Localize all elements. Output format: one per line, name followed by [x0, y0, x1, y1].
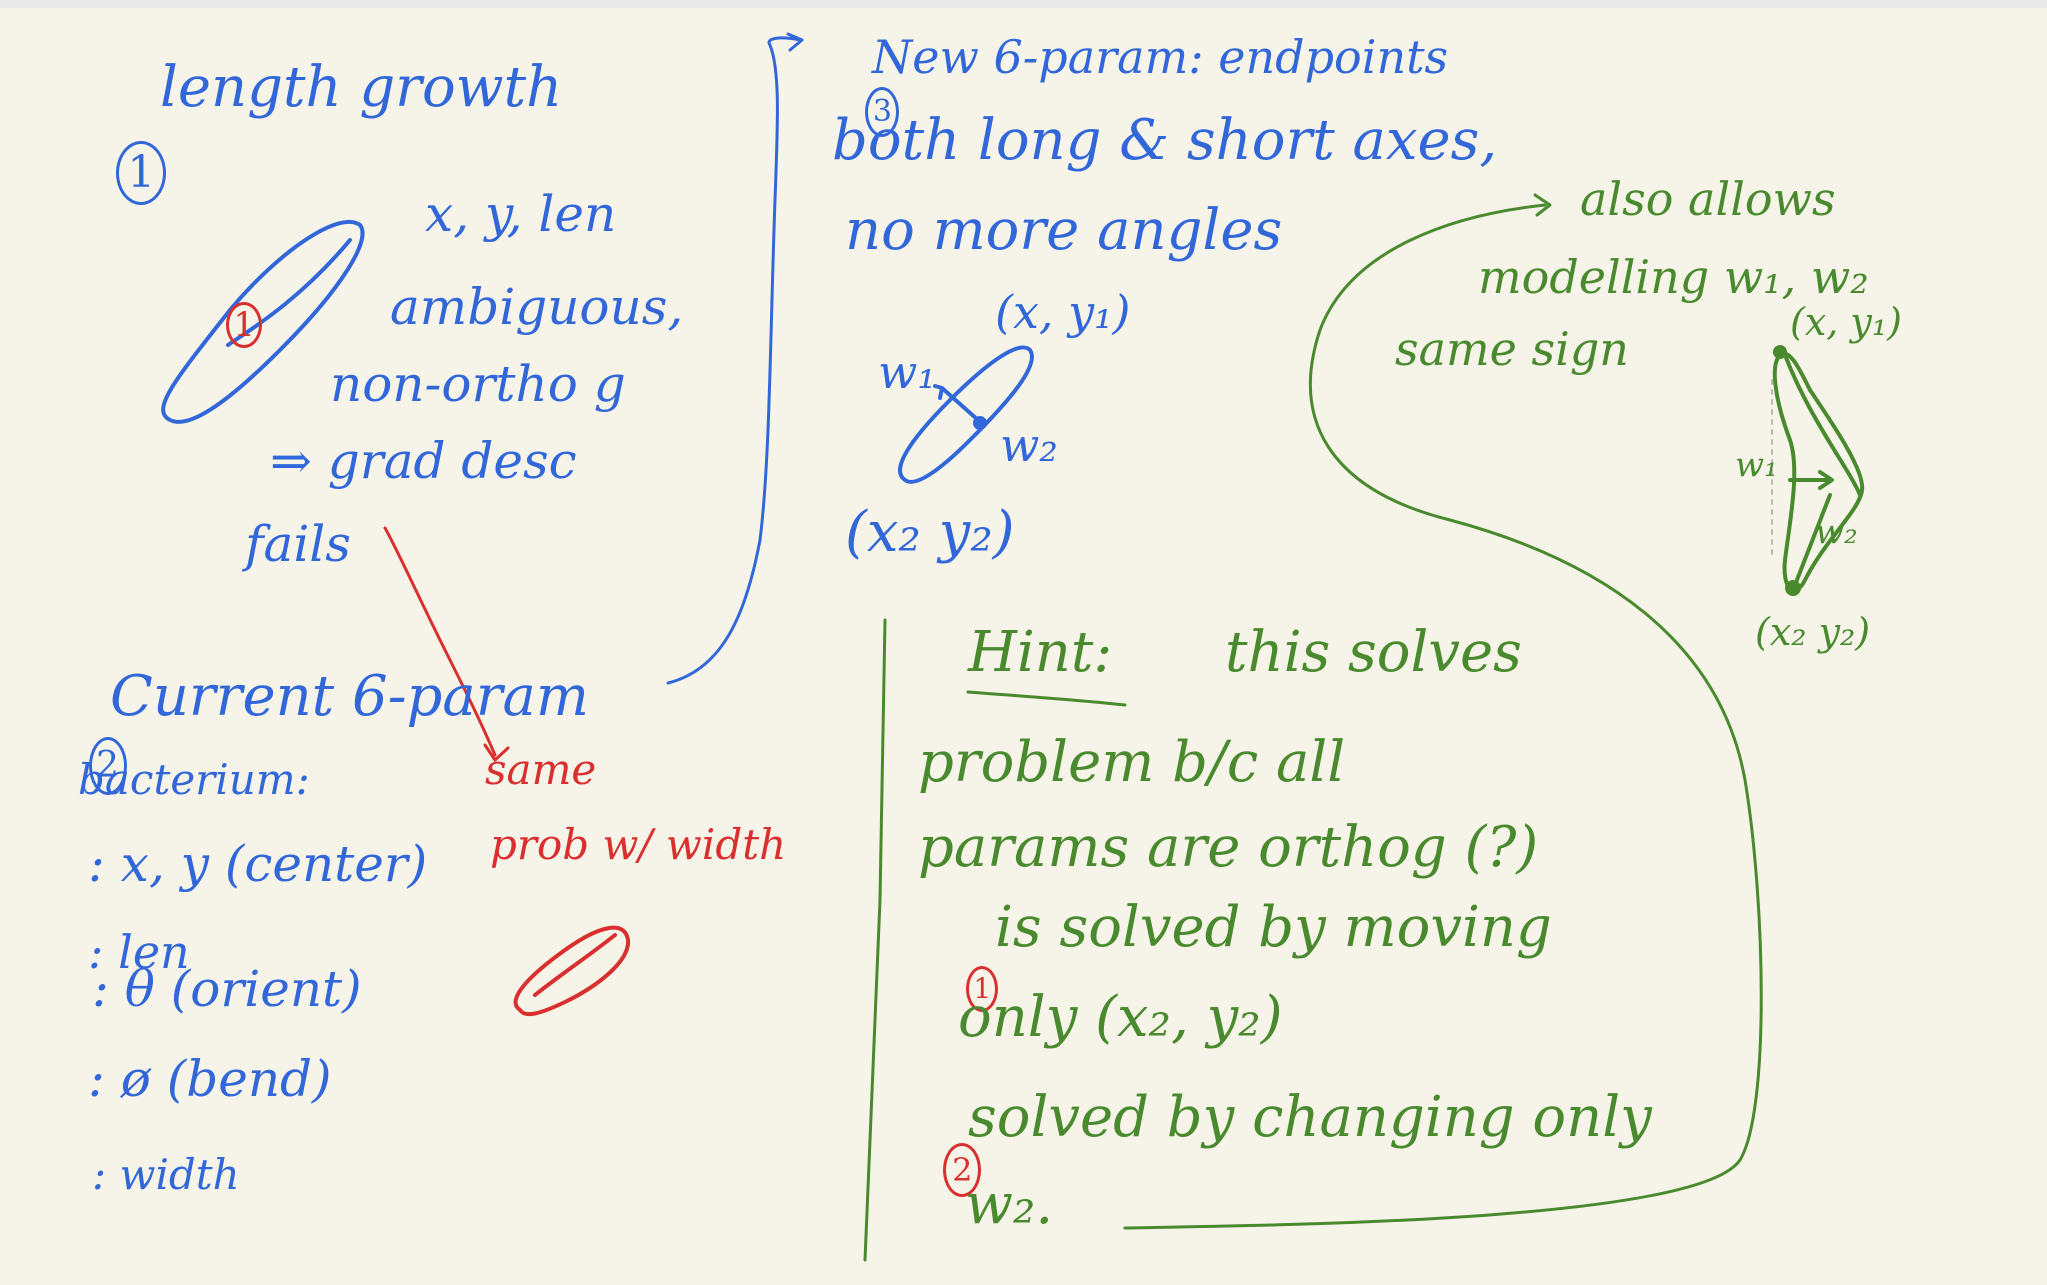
section2-item-orient: : θ (orient)	[92, 960, 362, 1018]
hint-line2: problem b/c all	[918, 730, 1346, 795]
section2-item-len: : len	[88, 925, 190, 979]
green-label-bottom: (x₂ y₂)	[1755, 610, 1871, 654]
section3-line3: no more angles	[845, 198, 1283, 263]
section3-title: New 6-param: endpoints	[872, 30, 1449, 84]
hint-underline	[966, 690, 1127, 707]
red-note-same: same	[485, 745, 597, 794]
section3-label-w1: w₁	[878, 345, 936, 399]
green-label-w2: w₂	[1815, 512, 1858, 552]
section1-marker: 1	[183, 262, 263, 388]
red-note-prob-width: prob w/ width	[490, 820, 787, 869]
section1-line4: fails	[245, 515, 351, 573]
hint-heading: Hint:	[968, 620, 1113, 685]
section1-line3: ⇒ grad desc	[270, 432, 577, 490]
hint-item1-a: is solved by moving	[995, 895, 1552, 960]
section2-subtitle: bacterium:	[78, 755, 310, 804]
green-cell-sketch	[1772, 345, 1865, 596]
section1-number: 1	[45, 70, 167, 271]
red-arrow	[383, 526, 497, 757]
top-edge-bar	[0, 0, 2047, 8]
section3-label-bottom: (x₂ y₂)	[845, 500, 1015, 565]
hint-line3: params are orthog (?)	[918, 815, 1539, 880]
hint-item2-a: solved by changing only	[968, 1085, 1652, 1150]
section3-number: 3	[812, 32, 900, 186]
section1-params: x, y, len	[425, 185, 617, 243]
section3-label-top: (x, y₁)	[995, 285, 1131, 339]
section3-label-w2: w₂	[1000, 418, 1058, 472]
green-label-top: (x, y₁)	[1790, 300, 1902, 344]
green-note-line1: also allows	[1580, 172, 1836, 226]
green-note-line3: same sign	[1395, 322, 1629, 376]
cell-sketch-3	[898, 345, 1034, 484]
hint-item2-marker: 2	[895, 1098, 982, 1242]
hint-item1-marker: 1	[918, 918, 999, 1057]
section2-title: Current 6-param	[110, 664, 590, 729]
section2-item-width: : width	[92, 1150, 240, 1199]
green-divider	[863, 618, 887, 1262]
section2-item-center: : x, y (center)	[88, 835, 428, 893]
section2-item-bend: : ø (bend)	[88, 1050, 332, 1108]
hint-item1-b: only (x₂, y₂)	[958, 985, 1283, 1050]
green-label-w1: w₁	[1735, 445, 1778, 485]
blue-connector-arrow	[666, 36, 802, 685]
hint-item2-b: w₂.	[965, 1172, 1054, 1237]
section1-line1: ambiguous,	[390, 278, 684, 336]
green-curved-arrow	[1123, 203, 1763, 1230]
section2-number: 2	[25, 672, 127, 854]
section3-line2: both long & short axes,	[832, 108, 1498, 173]
red-cell-sketch	[513, 925, 631, 1017]
section1-title: length growth	[160, 55, 563, 120]
green-note-line2: modelling w₁, w₂	[1478, 250, 1869, 304]
section1-line2: non-ortho g	[330, 355, 626, 413]
hint-line1: this solves	[1225, 620, 1522, 685]
